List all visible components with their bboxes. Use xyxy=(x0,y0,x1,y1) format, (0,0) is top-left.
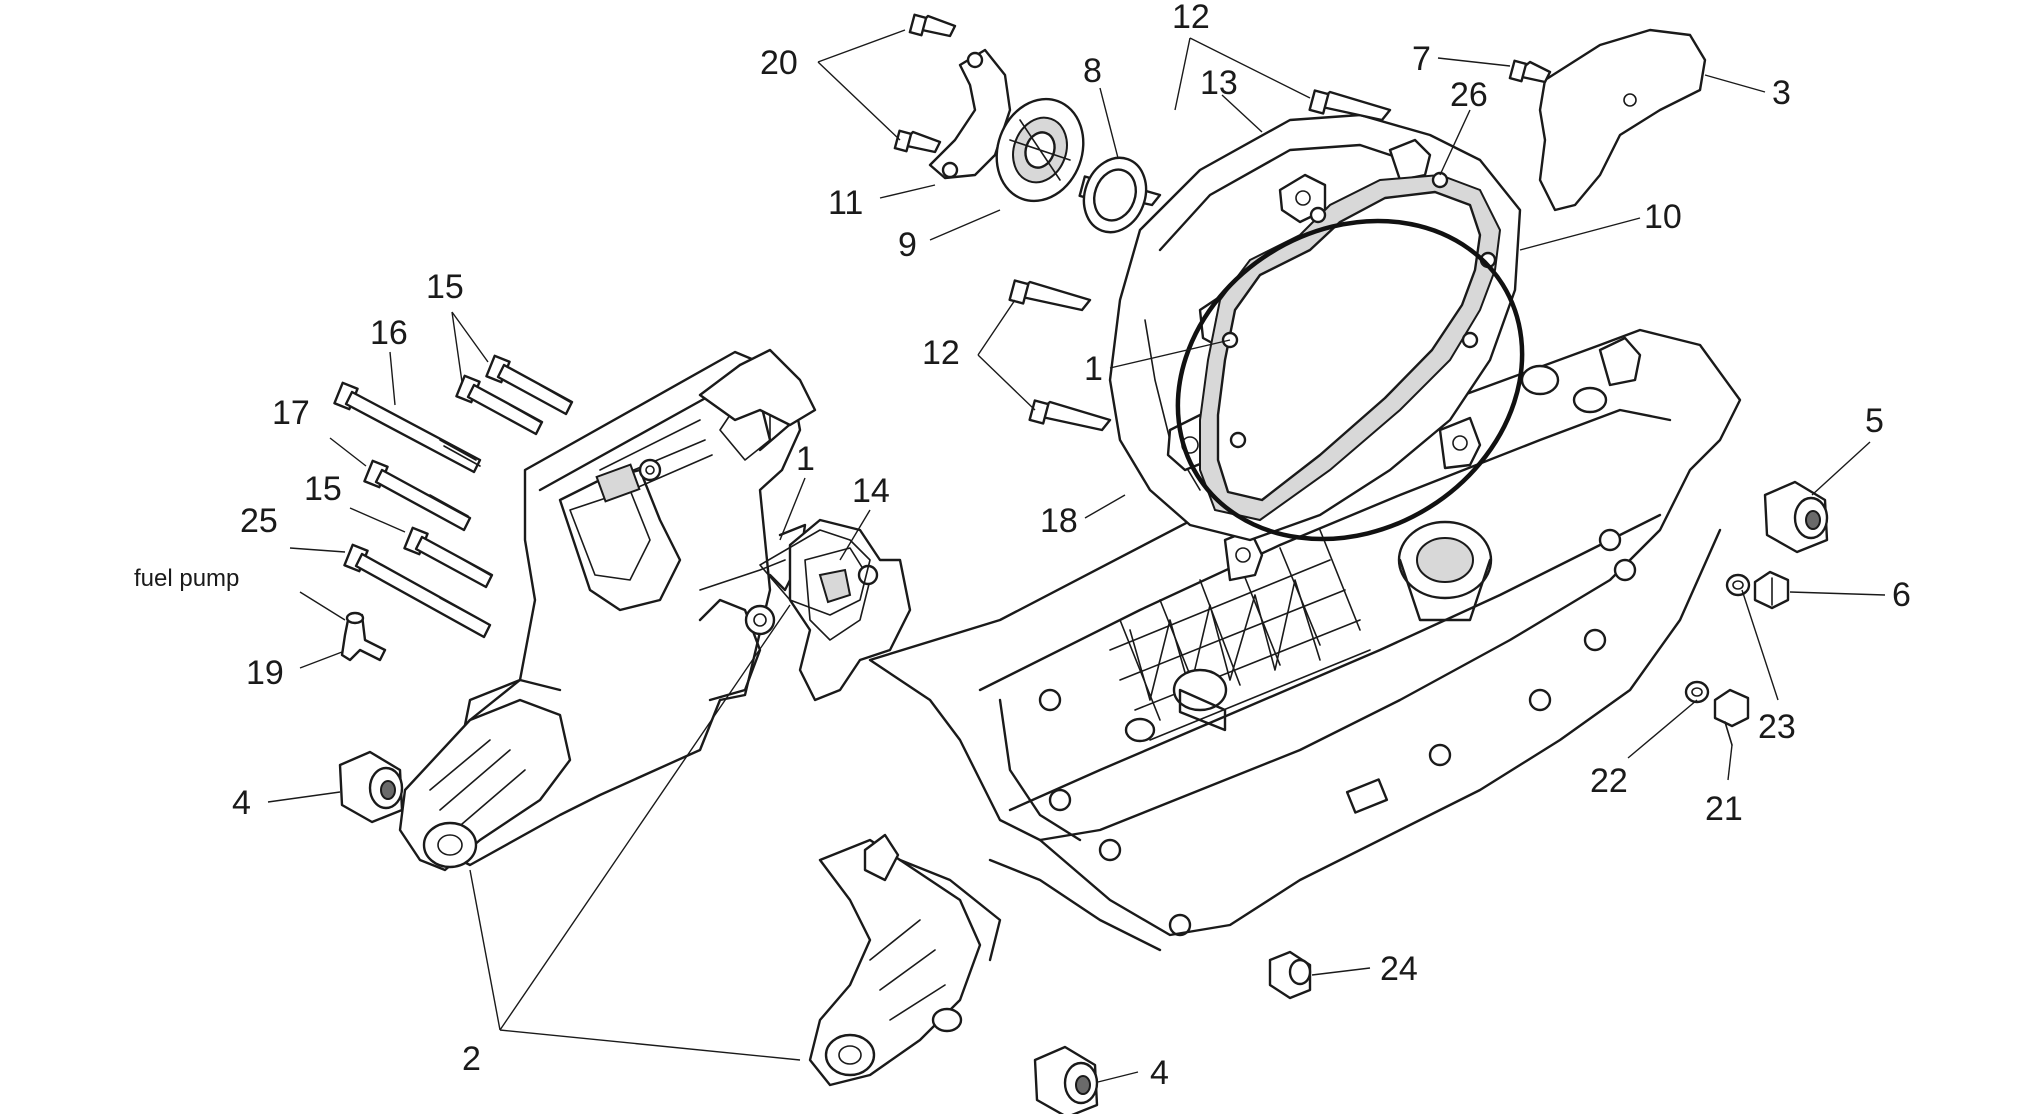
bushing-left xyxy=(338,750,404,824)
left-crankcase-half xyxy=(398,348,817,872)
transmission-case xyxy=(868,328,1742,952)
callout-16: 16 xyxy=(370,314,408,352)
mount-bushings xyxy=(338,480,1829,1114)
callout-2: 2 xyxy=(462,1040,481,1078)
case-webbing xyxy=(1109,529,1371,741)
bearing-assembly xyxy=(893,13,1148,234)
fuel-pump-fitting xyxy=(340,611,387,662)
fuel-pump-label: fuel pump xyxy=(134,565,239,592)
callout-13: 13 xyxy=(1200,64,1238,102)
callout-21: 21 xyxy=(1705,790,1743,828)
o-ring xyxy=(1175,218,1525,542)
callout-10: 10 xyxy=(1644,198,1682,236)
callout-9: 9 xyxy=(898,226,917,264)
heat-shield xyxy=(1508,28,1707,212)
callout-18: 18 xyxy=(1040,502,1078,540)
callout-22: 22 xyxy=(1590,762,1628,800)
long-bolts xyxy=(333,354,574,662)
callout-20: 20 xyxy=(760,44,798,82)
bolt-15a xyxy=(485,354,574,416)
callout-1-right: 1 xyxy=(1084,350,1103,388)
callout-1-left: 1 xyxy=(796,440,815,478)
leader-lines xyxy=(267,29,1886,1083)
bushing-bottom xyxy=(1033,1045,1099,1114)
dowel-pin xyxy=(1268,950,1312,1000)
callout-6: 6 xyxy=(1892,576,1911,614)
callout-11: 11 xyxy=(828,184,863,222)
bolt-17 xyxy=(363,459,472,532)
rear-mount-arm xyxy=(808,833,1002,1087)
callout-7: 7 xyxy=(1412,40,1431,78)
bolt-25 xyxy=(343,543,492,639)
callout-4-bottom: 4 xyxy=(1150,1054,1169,1092)
bolt-15c xyxy=(403,526,494,589)
bolt-16 xyxy=(333,381,482,474)
callout-labels: 20 11 9 8 12 13 26 7 3 10 12 1 18 5 6 23… xyxy=(134,0,1911,1092)
callout-17: 17 xyxy=(272,394,310,432)
callout-5: 5 xyxy=(1865,402,1884,440)
callout-12-left: 12 xyxy=(922,334,960,372)
callout-12-top: 12 xyxy=(1172,0,1210,36)
drain-bolts xyxy=(1684,570,1790,746)
callout-8: 8 xyxy=(1083,52,1102,90)
callout-14: 14 xyxy=(852,472,890,510)
gasket xyxy=(1199,171,1502,522)
callout-15-top: 15 xyxy=(426,268,464,306)
callout-19: 19 xyxy=(246,654,284,692)
callout-4-left: 4 xyxy=(232,784,251,822)
callout-3: 3 xyxy=(1772,74,1791,112)
bushing-right xyxy=(1763,480,1829,554)
callout-15-mid: 15 xyxy=(304,470,342,508)
callout-23: 23 xyxy=(1758,708,1796,746)
callout-26: 26 xyxy=(1450,76,1488,114)
callout-25: 25 xyxy=(240,502,278,540)
bolt-15b xyxy=(455,374,544,436)
center-bracket-gasket xyxy=(699,518,912,702)
callout-24: 24 xyxy=(1380,950,1418,988)
